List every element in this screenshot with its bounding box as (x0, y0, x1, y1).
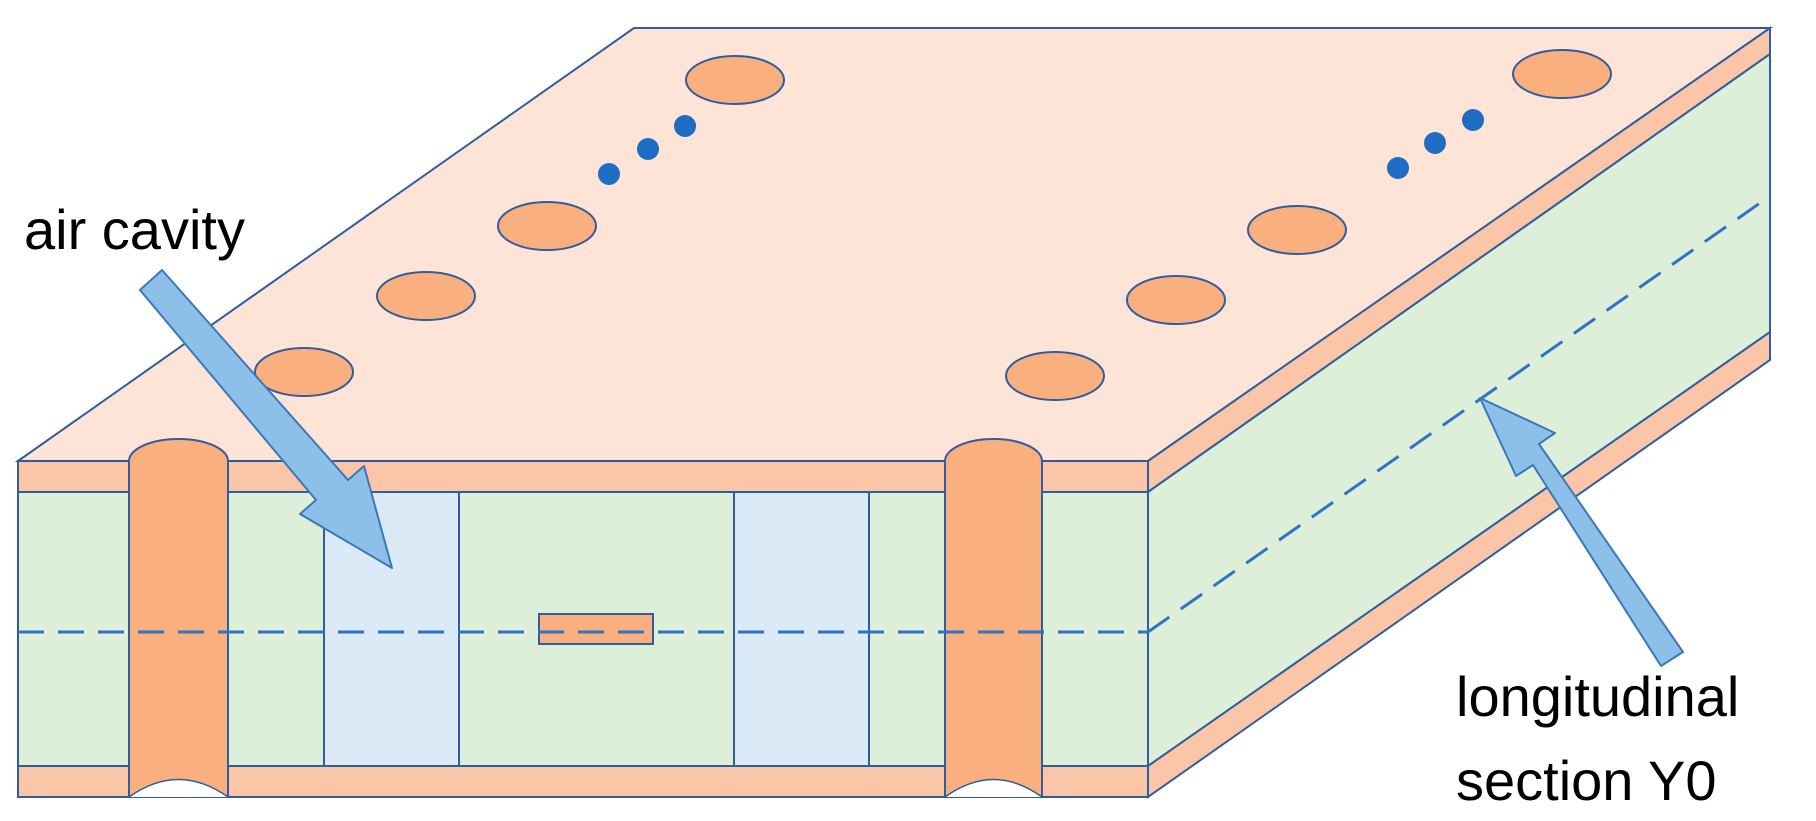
longitudinal-label-line1: longitudinal (1456, 665, 1739, 728)
via-hole (376, 271, 476, 321)
ellipsis-dots-left (598, 115, 696, 185)
side-section-line (1147, 194, 1771, 634)
via-hole (1247, 205, 1347, 255)
air-cavity-arrow (139, 269, 393, 569)
via-hole (1512, 49, 1612, 99)
via-holes-right-row (1005, 49, 1612, 401)
air-cavity-right (733, 491, 870, 767)
ellipsis-dots-right (1387, 109, 1484, 179)
signal-strip (538, 613, 654, 645)
longitudinal-section-arrow (1479, 397, 1684, 667)
longitudinal-label-line2: section Y0 (1456, 749, 1716, 812)
via-hole (1126, 275, 1226, 325)
via-holes-left-row (254, 55, 785, 397)
air-cavity-label: air cavity (24, 198, 245, 261)
via-right (944, 438, 1043, 798)
via-hole (1005, 351, 1105, 401)
via-left (128, 438, 229, 798)
via-hole (497, 201, 597, 251)
via-hole (685, 55, 785, 105)
via-hole (254, 347, 354, 397)
